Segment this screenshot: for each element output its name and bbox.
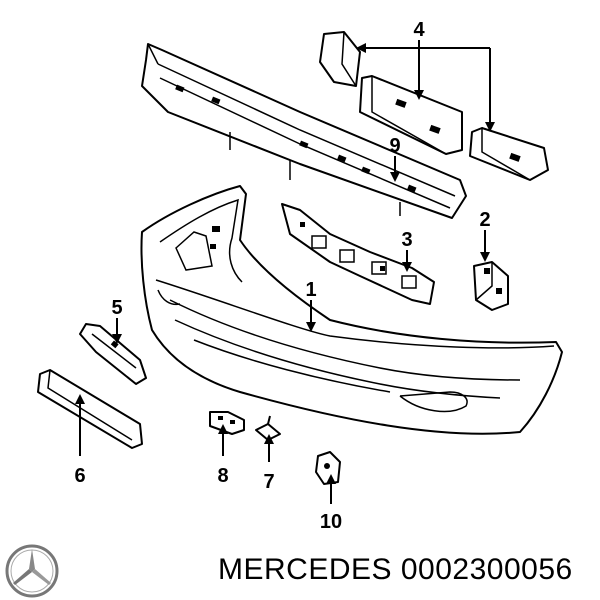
callout-10: 10: [320, 511, 342, 533]
callout-8: 8: [217, 465, 228, 487]
leader-lines: [75, 40, 495, 504]
callout-2: 2: [479, 209, 490, 231]
callout-9: 9: [389, 135, 400, 157]
callout-1: 1: [305, 279, 316, 301]
part-9-reinforcement-beam: [141, 43, 467, 219]
part-5-plate-bracket: [79, 323, 147, 385]
part-1-bumper-cover: [140, 185, 563, 435]
callout-6: 6: [74, 465, 85, 487]
callout-7: 7: [263, 471, 274, 493]
callout-5: 5: [111, 297, 122, 319]
callout-4: 4: [413, 19, 425, 41]
part-7-screw: [255, 415, 281, 441]
part-number: 0002300056: [400, 553, 573, 586]
part-10-retainer: [315, 451, 341, 485]
part-8-clip: [209, 411, 245, 435]
part-3-bracket: [281, 203, 435, 305]
part-number-caption: MERCEDES 0002300056: [218, 553, 573, 587]
part-4-absorbers: [319, 31, 549, 181]
callout-3: 3: [401, 229, 412, 251]
brand-name: MERCEDES: [218, 553, 393, 586]
mercedes-star-icon: [5, 544, 59, 598]
part-6-plate-base: [37, 369, 143, 449]
part-2-side-bracket: [473, 261, 509, 311]
